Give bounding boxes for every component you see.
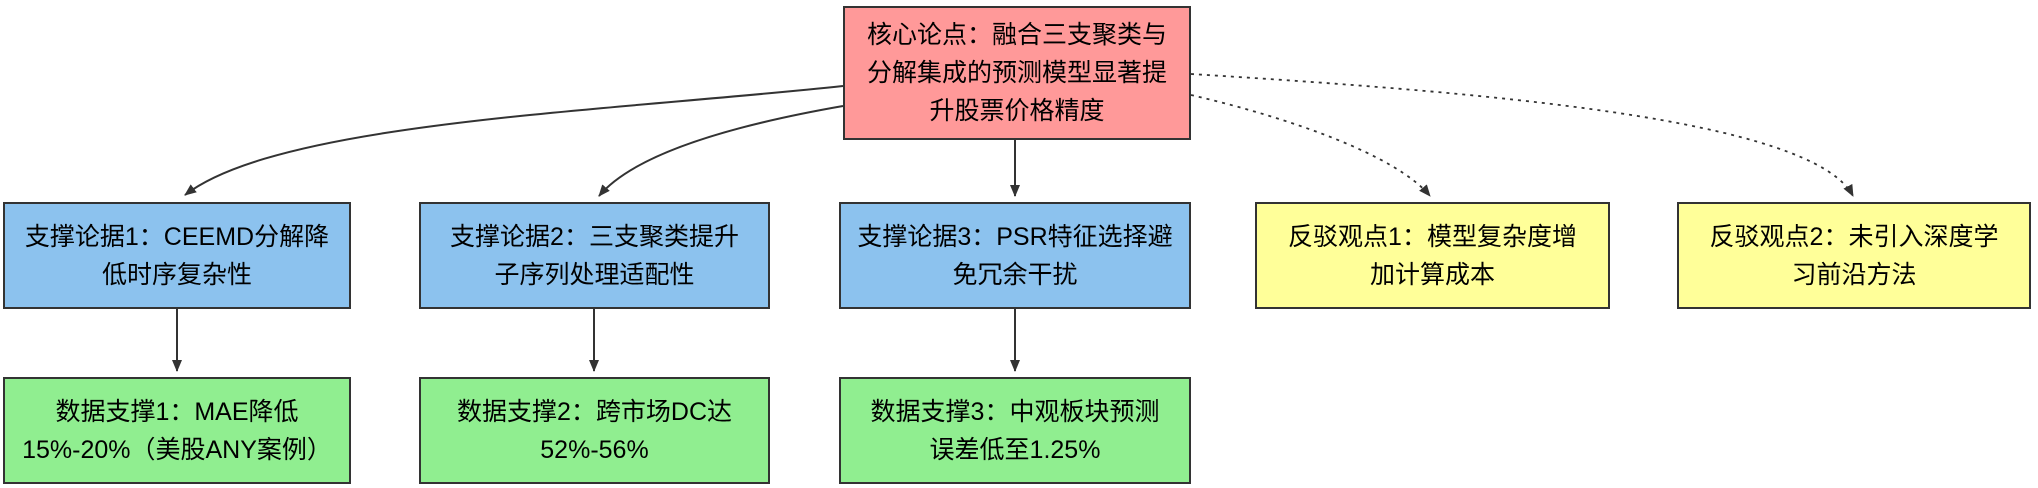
data-node-3: 数据支撑3：中观板块预测 误差低至1.25% <box>839 377 1191 484</box>
data-node-1: 数据支撑1：MAE降低 15%-20%（美股ANY案例） <box>3 377 351 484</box>
support-node-3: 支撑论据3：PSR特征选择避 免冗余干扰 <box>839 202 1191 309</box>
rebuttal-node-1-label: 反驳观点1：模型复杂度增 加计算成本 <box>1288 222 1577 289</box>
edge-core-to-rebuttal1 <box>1190 94 1431 197</box>
core-thesis-node: 核心论点：融合三支聚类与 分解集成的预测模型显著提 升股票价格精度 <box>843 6 1191 140</box>
support-node-3-label: 支撑论据3：PSR特征选择避 免冗余干扰 <box>857 222 1173 289</box>
data-node-1-label: 数据支撑1：MAE降低 15%-20%（美股ANY案例） <box>22 397 332 464</box>
support-node-2: 支撑论据2：三支聚类提升 子序列处理适配性 <box>419 202 770 309</box>
support-node-1: 支撑论据1：CEEMD分解降 低时序复杂性 <box>3 202 351 309</box>
data-node-2-label: 数据支撑2：跨市场DC达 52%-56% <box>456 397 732 464</box>
edge-core-to-rebuttal2 <box>1190 73 1854 197</box>
rebuttal-node-1: 反驳观点1：模型复杂度增 加计算成本 <box>1255 202 1610 309</box>
edge-core-to-support2 <box>598 105 844 197</box>
edge-core-to-support1 <box>184 85 844 196</box>
support-node-2-label: 支撑论据2：三支聚类提升 子序列处理适配性 <box>450 222 739 289</box>
support-node-1-label: 支撑论据1：CEEMD分解降 低时序复杂性 <box>24 222 330 289</box>
rebuttal-node-2: 反驳观点2：未引入深度学 习前沿方法 <box>1677 202 2031 309</box>
rebuttal-node-2-label: 反驳观点2：未引入深度学 习前沿方法 <box>1709 222 1999 289</box>
data-node-2: 数据支撑2：跨市场DC达 52%-56% <box>419 377 770 484</box>
data-node-3-label: 数据支撑3：中观板块预测 误差低至1.25% <box>870 397 1160 464</box>
core-thesis-label: 核心论点：融合三支聚类与 分解集成的预测模型显著提 升股票价格精度 <box>866 21 1167 125</box>
